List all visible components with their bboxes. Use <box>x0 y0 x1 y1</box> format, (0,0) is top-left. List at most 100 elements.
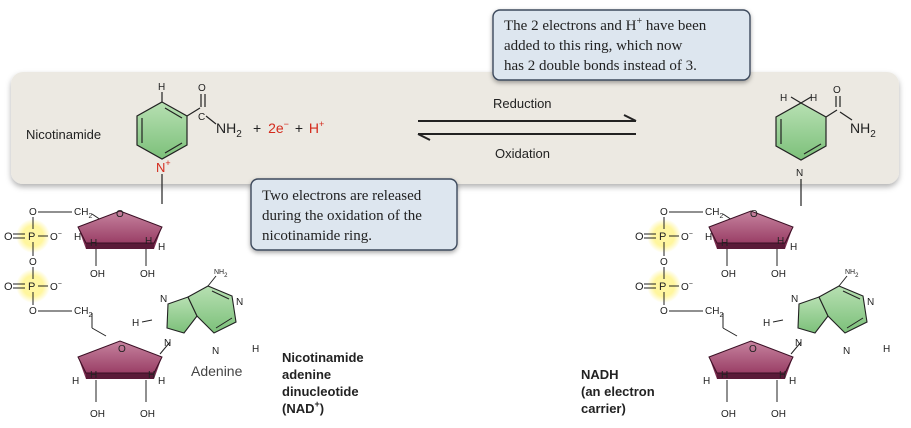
r-sugar1-oh2: OH <box>771 269 786 280</box>
o-link-2: O <box>29 306 37 317</box>
ch2-1: CH2 <box>74 207 92 220</box>
r-adenine-n3: N <box>843 346 850 357</box>
nicotinamide-ring-reduced: H H O NH2 N <box>775 85 876 206</box>
sugar1-o: O <box>116 209 124 220</box>
adenine-left: N N H N N H NH2 <box>132 269 259 357</box>
adenine-n7: N <box>160 294 167 305</box>
r-sugar2-h1: H <box>703 376 710 387</box>
nadh-line1: NADH <box>581 367 619 382</box>
r-sugar1-h1: H <box>705 232 712 243</box>
sugar2-h3: H <box>148 370 155 381</box>
h-atom-r2: H <box>810 93 817 104</box>
p-atom-1: P <box>28 231 35 243</box>
adenine-label: Adenine <box>191 363 243 379</box>
reagents: + 2e− + H+ <box>253 114 324 136</box>
amide-c-left: C <box>198 112 205 123</box>
h-atom-top-left: H <box>158 82 165 93</box>
nadh-backbone: O CH2 O P O− O O P O− O CH2 O H H H H OH… <box>635 207 890 420</box>
callout-top: The 2 electrons and H+ have been added t… <box>492 9 751 81</box>
callout-top-line1a: The 2 electrons and H <box>504 18 637 34</box>
nad-line3: dinucleotide <box>282 384 359 399</box>
sugar2-h1: H <box>72 376 79 387</box>
callout-middle: Two electrons are released during the ox… <box>250 178 458 251</box>
oxidation-label: Oxidation <box>495 146 550 161</box>
r-sugar2-h2: H <box>721 370 728 381</box>
nh2-right: NH2 <box>850 120 876 140</box>
adenine-n3: N <box>212 346 219 357</box>
ring-n-reduced: N <box>796 168 803 179</box>
reduction-label: Reduction <box>493 96 552 111</box>
sugar2-oh1: OH <box>90 409 105 420</box>
nadh-line3: carrier) <box>581 401 626 416</box>
r-o-minus-1: O− <box>681 231 693 243</box>
sugar1-h4: H <box>158 242 165 253</box>
sugar1-oh1: OH <box>90 269 105 280</box>
r-p-atom-2: P <box>659 281 666 293</box>
r-sugar2-h4: H <box>789 376 796 387</box>
adenine-n9: N <box>164 338 171 349</box>
nh2-left: NH2 <box>216 120 242 140</box>
r-p-atom-1: P <box>659 231 666 243</box>
r-sugar2-oh2: OH <box>771 409 786 420</box>
nad-line4: (NAD+) <box>282 399 324 416</box>
o-link-1: O <box>29 207 37 218</box>
adenine-right: N N H N N H NH2 <box>763 269 890 357</box>
svg-text:The 2 electrons and H+ have be: The 2 electrons and H+ have been <box>504 16 707 34</box>
o-double-1: O <box>4 231 13 243</box>
adenine-h8: H <box>132 318 139 329</box>
callout-top-line1b: have been <box>642 18 707 34</box>
o-double-2: O <box>4 281 13 293</box>
callout-middle-line1: Two electrons are released <box>262 188 422 204</box>
o-minus-2: O− <box>50 281 62 293</box>
r-o-bridge: O <box>660 257 668 268</box>
equilibrium-arrows <box>417 114 637 141</box>
r-sugar1-oh1: OH <box>721 269 736 280</box>
r-ch2-2: CH2 <box>705 306 723 319</box>
r-sugar2-oh1: OH <box>721 409 736 420</box>
callout-top-sup: + <box>636 16 642 27</box>
adenine-h2: H <box>252 344 259 355</box>
nicotinamide-label: Nicotinamide <box>26 127 101 142</box>
r-ch2-1: CH2 <box>705 207 723 220</box>
r-adenine-h8: H <box>763 318 770 329</box>
o-minus-1: O− <box>50 231 62 243</box>
r-o-double-2: O <box>635 281 644 293</box>
adenine-nh2: NH2 <box>214 269 228 279</box>
r-sugar1-o: O <box>750 209 758 220</box>
sugar1-oh2: OH <box>140 269 155 280</box>
r-sugar2-h3: H <box>779 370 786 381</box>
r-sugar1-h2: H <box>721 238 728 249</box>
nad-line1: Nicotinamide <box>282 350 364 365</box>
sugar2-h2: H <box>90 370 97 381</box>
r-o-double-1: O <box>635 231 644 243</box>
r-adenine-h2: H <box>883 344 890 355</box>
r-adenine-nh2: NH2 <box>845 269 859 279</box>
r-adenine-n9: N <box>795 338 802 349</box>
nad-line2: adenine <box>282 367 331 382</box>
nad-backbone: O CH2 O P O− O O P O− O CH2 O H H H H <box>4 207 259 420</box>
r-adenine-n1: N <box>867 297 874 308</box>
ch2-2: CH2 <box>74 306 92 319</box>
o-atom-right: O <box>833 85 841 96</box>
o-bridge: O <box>29 257 37 268</box>
ring-n-plus: N+ <box>156 158 171 175</box>
r-sugar1-h3: H <box>777 236 784 247</box>
nad-label: Nicotinamide adenine dinucleotide (NAD+) <box>282 350 364 416</box>
r-o-link-2: O <box>660 306 668 317</box>
r-sugar1-h4: H <box>790 242 797 253</box>
adenine-n1: N <box>236 297 243 308</box>
sugar2-oh2: OH <box>140 409 155 420</box>
reaction-band <box>11 72 899 184</box>
nicotinamide-ring-oxidized: H C O NH2 N+ <box>136 82 242 204</box>
nadh-line2: (an electron <box>581 384 655 399</box>
sugar1-h2: H <box>90 238 97 249</box>
sugar2-o: O <box>118 344 126 355</box>
sugar2-h4: H <box>158 376 165 387</box>
callout-middle-line3: nicotinamide ring. <box>262 228 372 244</box>
nadh-label: NADH (an electron carrier) <box>581 367 655 416</box>
r-adenine-n7: N <box>791 294 798 305</box>
h-atom-r1: H <box>780 93 787 104</box>
o-atom-left: O <box>198 83 206 94</box>
r-o-minus-2: O− <box>681 281 693 293</box>
